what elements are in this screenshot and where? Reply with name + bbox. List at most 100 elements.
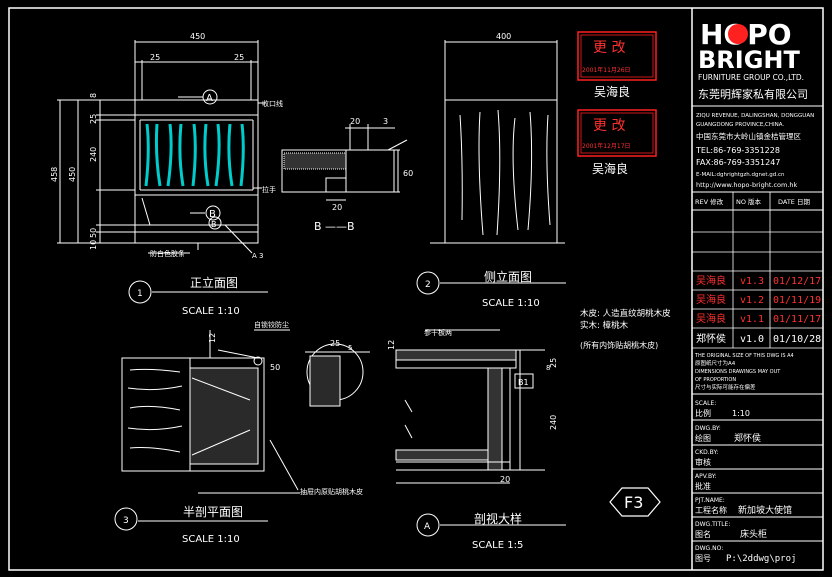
marker-b: B [209,209,216,220]
svg-text:25: 25 [234,53,244,62]
svg-text:郑怀侯: 郑怀侯 [734,432,761,444]
svg-text:v1.0: v1.0 [740,334,764,345]
section-detail [395,329,545,484]
company-cn: 东莞明辉家私有限公司 [698,87,808,101]
svg-text:25: 25 [330,339,340,348]
sheet-border [8,7,824,571]
view-label-1: 1 正立面图 SCALE 1:10 [128,275,268,317]
svg-text:比例: 比例 [695,408,711,418]
svg-text:25: 25 [549,358,558,368]
svg-text:v1.3: v1.3 [740,276,764,287]
svg-text:10: 10 [89,240,98,250]
svg-text:NO 版本: NO 版本 [736,197,762,206]
svg-text:http://www.hopo-bright.com.hk: http://www.hopo-bright.com.hk [696,181,798,189]
svg-text:原图纸尺寸为A4: 原图纸尺寸为A4 [695,359,736,367]
svg-text:图号: 图号 [695,554,711,563]
svg-text:v1.2: v1.2 [740,295,764,306]
svg-text:458: 458 [50,167,59,182]
svg-text:12: 12 [387,340,396,350]
svg-text:实木: 樟桃木: 实木: 樟桃木 [580,320,629,331]
svg-text:SCALE 1:10: SCALE 1:10 [182,534,240,545]
svg-text:自锁铰防尘: 自锁铰防尘 [254,320,289,329]
svg-text:A 3: A 3 [252,252,263,260]
svg-text:01/10/28: 01/10/28 [773,334,821,345]
svg-text:2001年12月17日: 2001年12月17日 [582,142,631,150]
svg-text:1:10: 1:10 [732,409,750,418]
svg-text:DWG.TITLE:: DWG.TITLE: [695,521,730,528]
svg-text:2: 2 [425,280,431,290]
svg-text:1: 1 [137,289,143,299]
svg-text:批准: 批准 [695,481,711,491]
svg-text:中国东莞市大岭山镇金桔管理区: 中国东莞市大岭山镇金桔管理区 [696,131,801,141]
svg-text:450: 450 [68,167,77,182]
svg-text:20: 20 [500,475,510,484]
svg-text:SCALE 1:10: SCALE 1:10 [482,298,540,309]
view-label-2: 2 侧立面图 SCALE 1:10 [416,269,566,309]
half-section-plan [121,329,300,494]
detail-callout [305,343,370,407]
svg-text:450: 450 [190,32,205,41]
svg-text:尺寸与实际可能存在偏差: 尺寸与实际可能存在偏差 [695,383,756,391]
svg-text:绘图: 绘图 [695,433,711,443]
rev-name-1: 吴海良 [696,293,726,306]
svg-text:防白色胶条: 防白色胶条 [150,249,185,258]
svg-text:20: 20 [332,203,342,212]
section-bb [281,124,408,201]
svg-text:01/12/17: 01/12/17 [773,276,821,287]
svg-text:THE ORIGINAL SIZE OF THIS DWG: THE ORIGINAL SIZE OF THIS DWG IS A4 [694,353,794,359]
svg-text:审核: 审核 [695,457,711,467]
svg-text:剖视大样: 剖视大样 [474,511,522,526]
svg-text:抽屉内原贴胡桃木皮: 抽屉内原贴胡桃木皮 [300,487,363,496]
view-label-3: 3 半剖平面图 SCALE 1:10 [114,505,268,545]
svg-text:拉手: 拉手 [262,185,276,194]
svg-text:床头柜: 床头柜 [740,528,767,540]
svg-text:8: 8 [546,364,550,372]
wood-veneer-front [144,123,245,187]
svg-text:3: 3 [123,516,129,526]
svg-text:400: 400 [496,32,511,41]
svg-text:F3: F3 [624,493,643,512]
svg-text:参十板两: 参十板两 [424,328,452,337]
svg-text:SCALE 1:10: SCALE 1:10 [182,306,240,317]
svg-text:(所有内饰贴胡桃木皮): (所有内饰贴胡桃木皮) [580,340,658,350]
svg-text:50: 50 [270,363,280,372]
svg-text:ZIQU REVENUE, DALINGSHAN, DONG: ZIQU REVENUE, DALINGSHAN, DONGGUAN [696,113,814,119]
svg-text:240: 240 [89,147,98,162]
svg-text:P:\2ddwg\proj: P:\2ddwg\proj [726,554,796,564]
svg-text:PJT.NAME:: PJT.NAME: [695,497,725,504]
svg-text:木皮: 人造直纹胡桃木皮: 木皮: 人造直纹胡桃木皮 [580,308,671,319]
rev-name-3: 郑怀侯 [696,332,726,345]
svg-text:v1.1: v1.1 [740,314,764,325]
svg-text:图名: 图名 [695,529,711,539]
svg-text:20: 20 [350,117,360,126]
svg-text:侧立面图: 侧立面图 [484,269,532,284]
svg-text:DATE 日期: DATE 日期 [778,198,810,206]
svg-text:REV 修改: REV 修改 [695,197,724,206]
svg-text:01/11/17: 01/11/17 [773,314,821,325]
svg-text:2001年11月26日: 2001年11月26日 [582,66,631,74]
svg-text:DWG.BY:: DWG.BY: [695,425,721,432]
svg-text:SCALE:: SCALE: [695,400,716,407]
title-block: HOPO BRIGHT FURNITURE GROUP CO.,LTD. 东莞明… [692,18,823,564]
svg-text:更 改: 更 改 [593,118,625,134]
sheet-badge: F3 [609,487,661,517]
svg-text:收口线: 收口线 [262,99,283,108]
svg-text:DWG.NO:: DWG.NO: [695,545,723,552]
svg-text:01/11/19: 01/11/19 [773,295,821,306]
company-en: FURNITURE GROUP CO.,LTD. [698,73,804,82]
svg-text:25: 25 [150,53,160,62]
svg-text:工程名称: 工程名称 [695,505,727,515]
svg-text:50: 50 [89,228,98,238]
revision-stamp-1: 更 改 2001年11月26日 吴海良 [577,31,657,99]
svg-text:240: 240 [549,415,558,430]
svg-text:吴海良: 吴海良 [592,161,628,176]
svg-text:8: 8 [89,93,98,98]
svg-text:GUANGDONG PROVINCE,CHINA.: GUANGDONG PROVINCE,CHINA. [696,122,784,128]
svg-text:半剖平面图: 半剖平面图 [183,505,243,519]
logo-dot-icon [728,24,748,44]
svg-text:60: 60 [403,169,413,178]
front-elevation [57,40,265,254]
svg-text:更 改: 更 改 [593,40,625,56]
